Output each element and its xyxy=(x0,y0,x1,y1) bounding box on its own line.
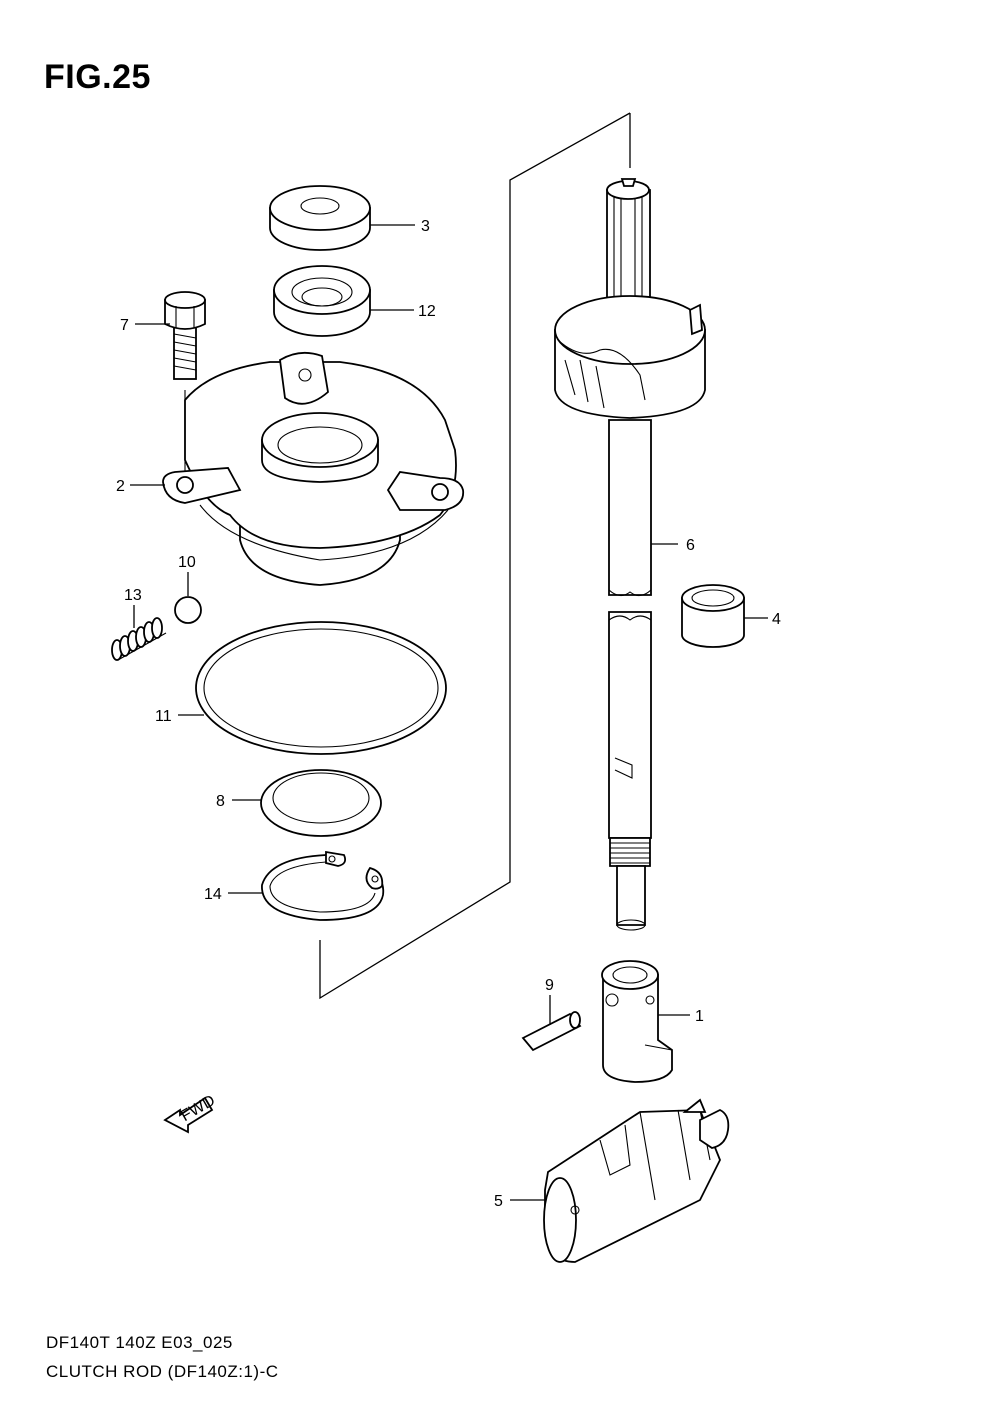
callout-12: 12 xyxy=(418,303,436,320)
part-10-ball xyxy=(174,596,202,624)
part-11-o-ring xyxy=(195,621,447,755)
part-9-pin xyxy=(521,1011,582,1052)
callout-8: 8 xyxy=(216,793,225,810)
fwd-label: FWD xyxy=(178,1092,218,1125)
part-14-circlip xyxy=(261,850,385,921)
figure-title: FIG.25 xyxy=(44,58,151,96)
part-2-case xyxy=(162,351,465,586)
callout-4: 4 xyxy=(772,611,781,628)
callout-5: 5 xyxy=(494,1193,503,1210)
footer-model-code: DF140T 140Z E03_025 xyxy=(46,1333,233,1352)
fwd-direction-marker: FWD xyxy=(163,1092,218,1134)
callout-13: 13 xyxy=(124,587,142,604)
part-3-washer xyxy=(269,185,371,251)
callout-1: 1 xyxy=(695,1008,704,1025)
part-5-cradle xyxy=(543,1098,730,1263)
part-8-ring xyxy=(260,769,382,837)
callout-9: 9 xyxy=(545,977,554,994)
group-bracket xyxy=(319,112,631,1000)
callout-2: 2 xyxy=(116,478,125,495)
callout-14: 14 xyxy=(204,886,222,903)
callout-11: 11 xyxy=(155,708,172,725)
callout-6: 6 xyxy=(686,537,695,554)
part-6-clutch-rod xyxy=(554,178,706,931)
part-1-shifter xyxy=(601,960,673,1083)
callout-3: 3 xyxy=(421,218,430,235)
part-12-oil-seal xyxy=(273,265,371,337)
part-13-spring xyxy=(111,617,167,661)
part-4-bushing xyxy=(681,584,745,648)
callout-7: 7 xyxy=(120,317,129,334)
callout-10: 10 xyxy=(178,554,196,571)
footer-figure-name: CLUTCH ROD (DF140Z:1)-C xyxy=(46,1362,279,1381)
